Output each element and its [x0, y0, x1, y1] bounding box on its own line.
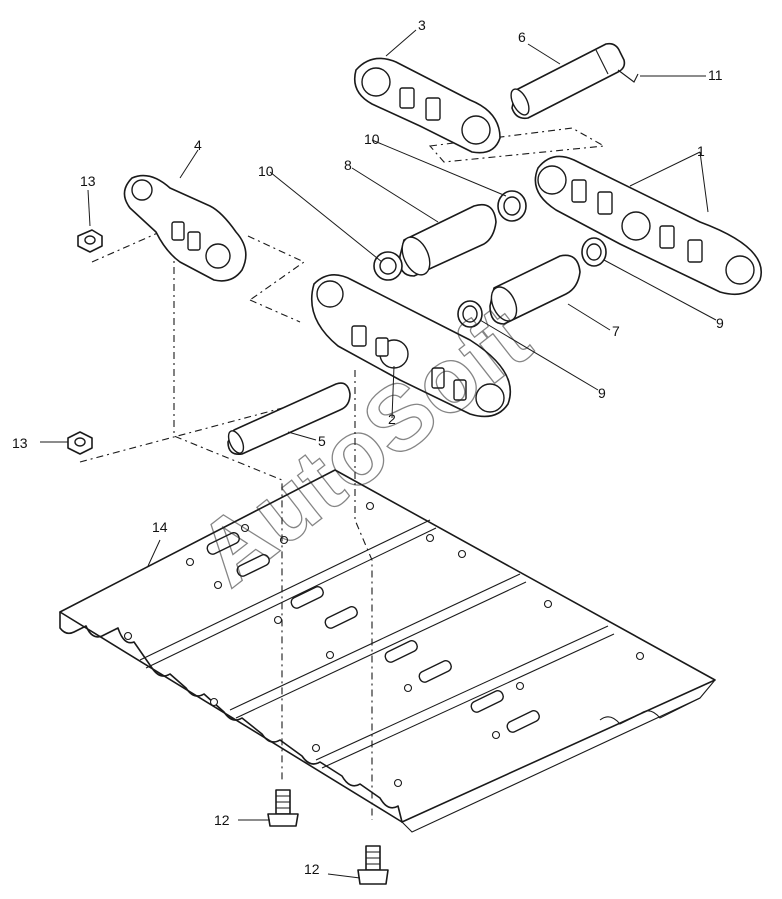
callout-9-center: 9 — [598, 385, 606, 401]
shoe-bolt-holes — [123, 501, 645, 788]
callout-12-right: 12 — [304, 861, 320, 877]
nut-13-lower — [67, 431, 93, 455]
link-3 — [353, 57, 501, 154]
callout-labels: 1 2 3 4 5 6 7 8 9 9 10 10 11 12 12 13 13… — [12, 17, 724, 877]
shoe-slots — [206, 532, 540, 733]
bolt-12-right — [357, 845, 389, 885]
link-2 — [310, 274, 512, 418]
spacer-9-right — [581, 237, 607, 267]
callout-9-right: 9 — [716, 315, 724, 331]
alignment-lines — [79, 127, 606, 820]
leader-lines — [40, 29, 717, 879]
callout-7: 7 — [612, 323, 620, 339]
callout-5: 5 — [318, 433, 326, 449]
callout-4: 4 — [194, 137, 202, 153]
callout-13-lower: 13 — [12, 435, 28, 451]
link-1 — [534, 155, 762, 296]
seal-10-left — [373, 251, 403, 281]
bushing-8 — [398, 203, 497, 277]
callout-12-left: 12 — [214, 812, 230, 828]
callout-1: 1 — [697, 143, 705, 159]
callout-10-right: 10 — [364, 131, 380, 147]
callout-13-upper: 13 — [80, 173, 96, 189]
callout-3: 3 — [418, 17, 426, 33]
callout-2: 2 — [388, 411, 396, 427]
callout-11: 11 — [708, 67, 723, 83]
link-4 — [123, 174, 247, 282]
callout-10-left: 10 — [258, 163, 274, 179]
nut-13-upper — [77, 229, 103, 253]
bushing-7 — [489, 254, 581, 325]
pin-11 — [617, 69, 639, 83]
callout-6: 6 — [518, 29, 526, 45]
bolt-12-left — [267, 789, 299, 827]
callout-14: 14 — [152, 519, 168, 535]
track-shoe-plates — [59, 469, 716, 833]
spacer-9-center — [457, 300, 483, 328]
seal-10-right — [497, 190, 527, 222]
pin-6 — [510, 42, 626, 120]
pin-5 — [227, 382, 351, 456]
callout-8: 8 — [344, 157, 352, 173]
